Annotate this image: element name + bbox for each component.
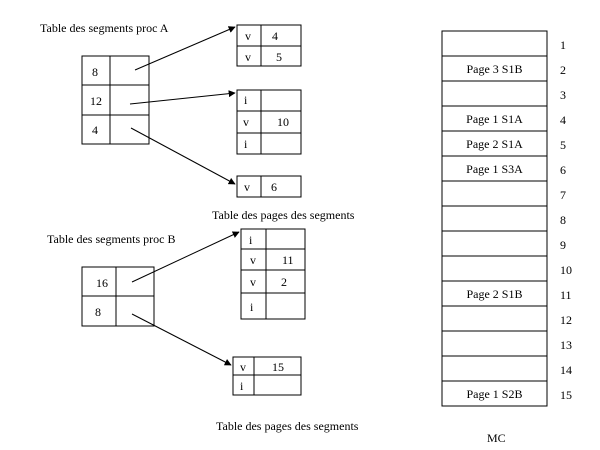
memory-frame-number: 5 (560, 138, 566, 152)
pt-b1-bit-3: v (250, 275, 256, 289)
page-tables-caption-b: Table des pages des segments (216, 419, 359, 433)
memory-frame-10 (441, 255, 548, 282)
page-table-a3 (236, 175, 302, 198)
page-table-a2 (236, 89, 302, 155)
segment-table-b (81, 266, 155, 327)
seg-a-row-2: 12 (90, 94, 102, 108)
segment-table-a (81, 55, 150, 145)
seg-a-row-1: 8 (92, 65, 98, 79)
memory-label: MC (487, 431, 506, 445)
memory-frame-number: 3 (560, 88, 566, 102)
memory-frame-3 (441, 80, 548, 107)
pt-b1-frame-2: 11 (282, 253, 294, 267)
seg-b-row-1: 16 (96, 276, 108, 290)
memory-frame-number: 4 (560, 113, 566, 127)
memory-frame-1 (441, 30, 548, 57)
pt-a1-bit-2: v (245, 50, 251, 64)
memory-frame-content: Page 1 S1A (466, 112, 523, 126)
memory-frame-7 (441, 180, 548, 207)
memory-frame-number: 12 (560, 313, 572, 327)
pt-b1-bit-2: v (250, 253, 256, 267)
memory-frame-content: Page 2 S1B (466, 287, 522, 301)
page-table-b2 (232, 356, 302, 396)
memory-frame-number: 11 (560, 288, 572, 302)
pt-a2-bit-2: v (243, 115, 249, 129)
seg-table-a-title: Table des segments proc A (40, 21, 169, 35)
memory-frame-content: Page 1 S3A (466, 162, 523, 176)
pt-b1-bit-4: i (250, 300, 254, 314)
memory-frame-content: Page 2 S1A (466, 137, 523, 151)
pt-a2-bit-3: i (244, 137, 248, 151)
memory-frame-content: Page 3 S1B (466, 62, 522, 76)
seg-b-row-2: 8 (95, 305, 101, 319)
pt-a2-frame-2: 10 (277, 115, 289, 129)
memory-frame-number: 2 (560, 63, 566, 77)
seg-table-b-title: Table des segments proc B (47, 232, 175, 246)
page-tables-caption-a: Table des pages des segments (212, 208, 355, 222)
memory-frame-9 (441, 230, 548, 257)
memory-frame-number: 8 (560, 213, 566, 227)
page-table-b1 (240, 228, 306, 320)
memory-frame-number: 1 (560, 38, 566, 52)
pt-a2-bit-1: i (244, 93, 248, 107)
memory-frame-number: 7 (560, 188, 566, 202)
seg-a-row-3: 4 (92, 123, 98, 137)
memory-frame-8 (441, 205, 548, 232)
page-table-a1 (236, 24, 302, 67)
arrows-proc-a (129, 26, 236, 185)
pt-b2-bit-2: i (240, 379, 244, 393)
pt-b2-bit-1: v (240, 360, 246, 374)
memory-frame-number: 6 (560, 163, 566, 177)
memory-frame-15 (441, 380, 548, 407)
pt-a1-frame-2: 5 (276, 50, 282, 64)
pt-a3-frame-1: 6 (271, 180, 277, 194)
memory-frame-number: 9 (560, 238, 566, 252)
memory-frame-number: 10 (560, 263, 572, 277)
pt-a1-frame-1: 4 (272, 29, 278, 43)
pt-a3-bit-1: v (244, 180, 250, 194)
pt-a1-bit-1: v (245, 29, 251, 43)
memory-frame-14 (441, 355, 548, 382)
arrows-proc-b (131, 231, 240, 366)
pt-b1-bit-1: i (249, 233, 253, 247)
memory-frame-number: 15 (560, 388, 572, 402)
pt-b1-frame-3: 2 (281, 275, 287, 289)
memory-frame-number: 13 (560, 338, 572, 352)
memory-frame-13 (441, 330, 548, 357)
memory-frame-content: Page 1 S2B (466, 387, 522, 401)
memory-frame-number: 14 (560, 363, 572, 377)
pt-b2-frame-1: 15 (272, 360, 284, 374)
memory-frame-12 (441, 305, 548, 332)
